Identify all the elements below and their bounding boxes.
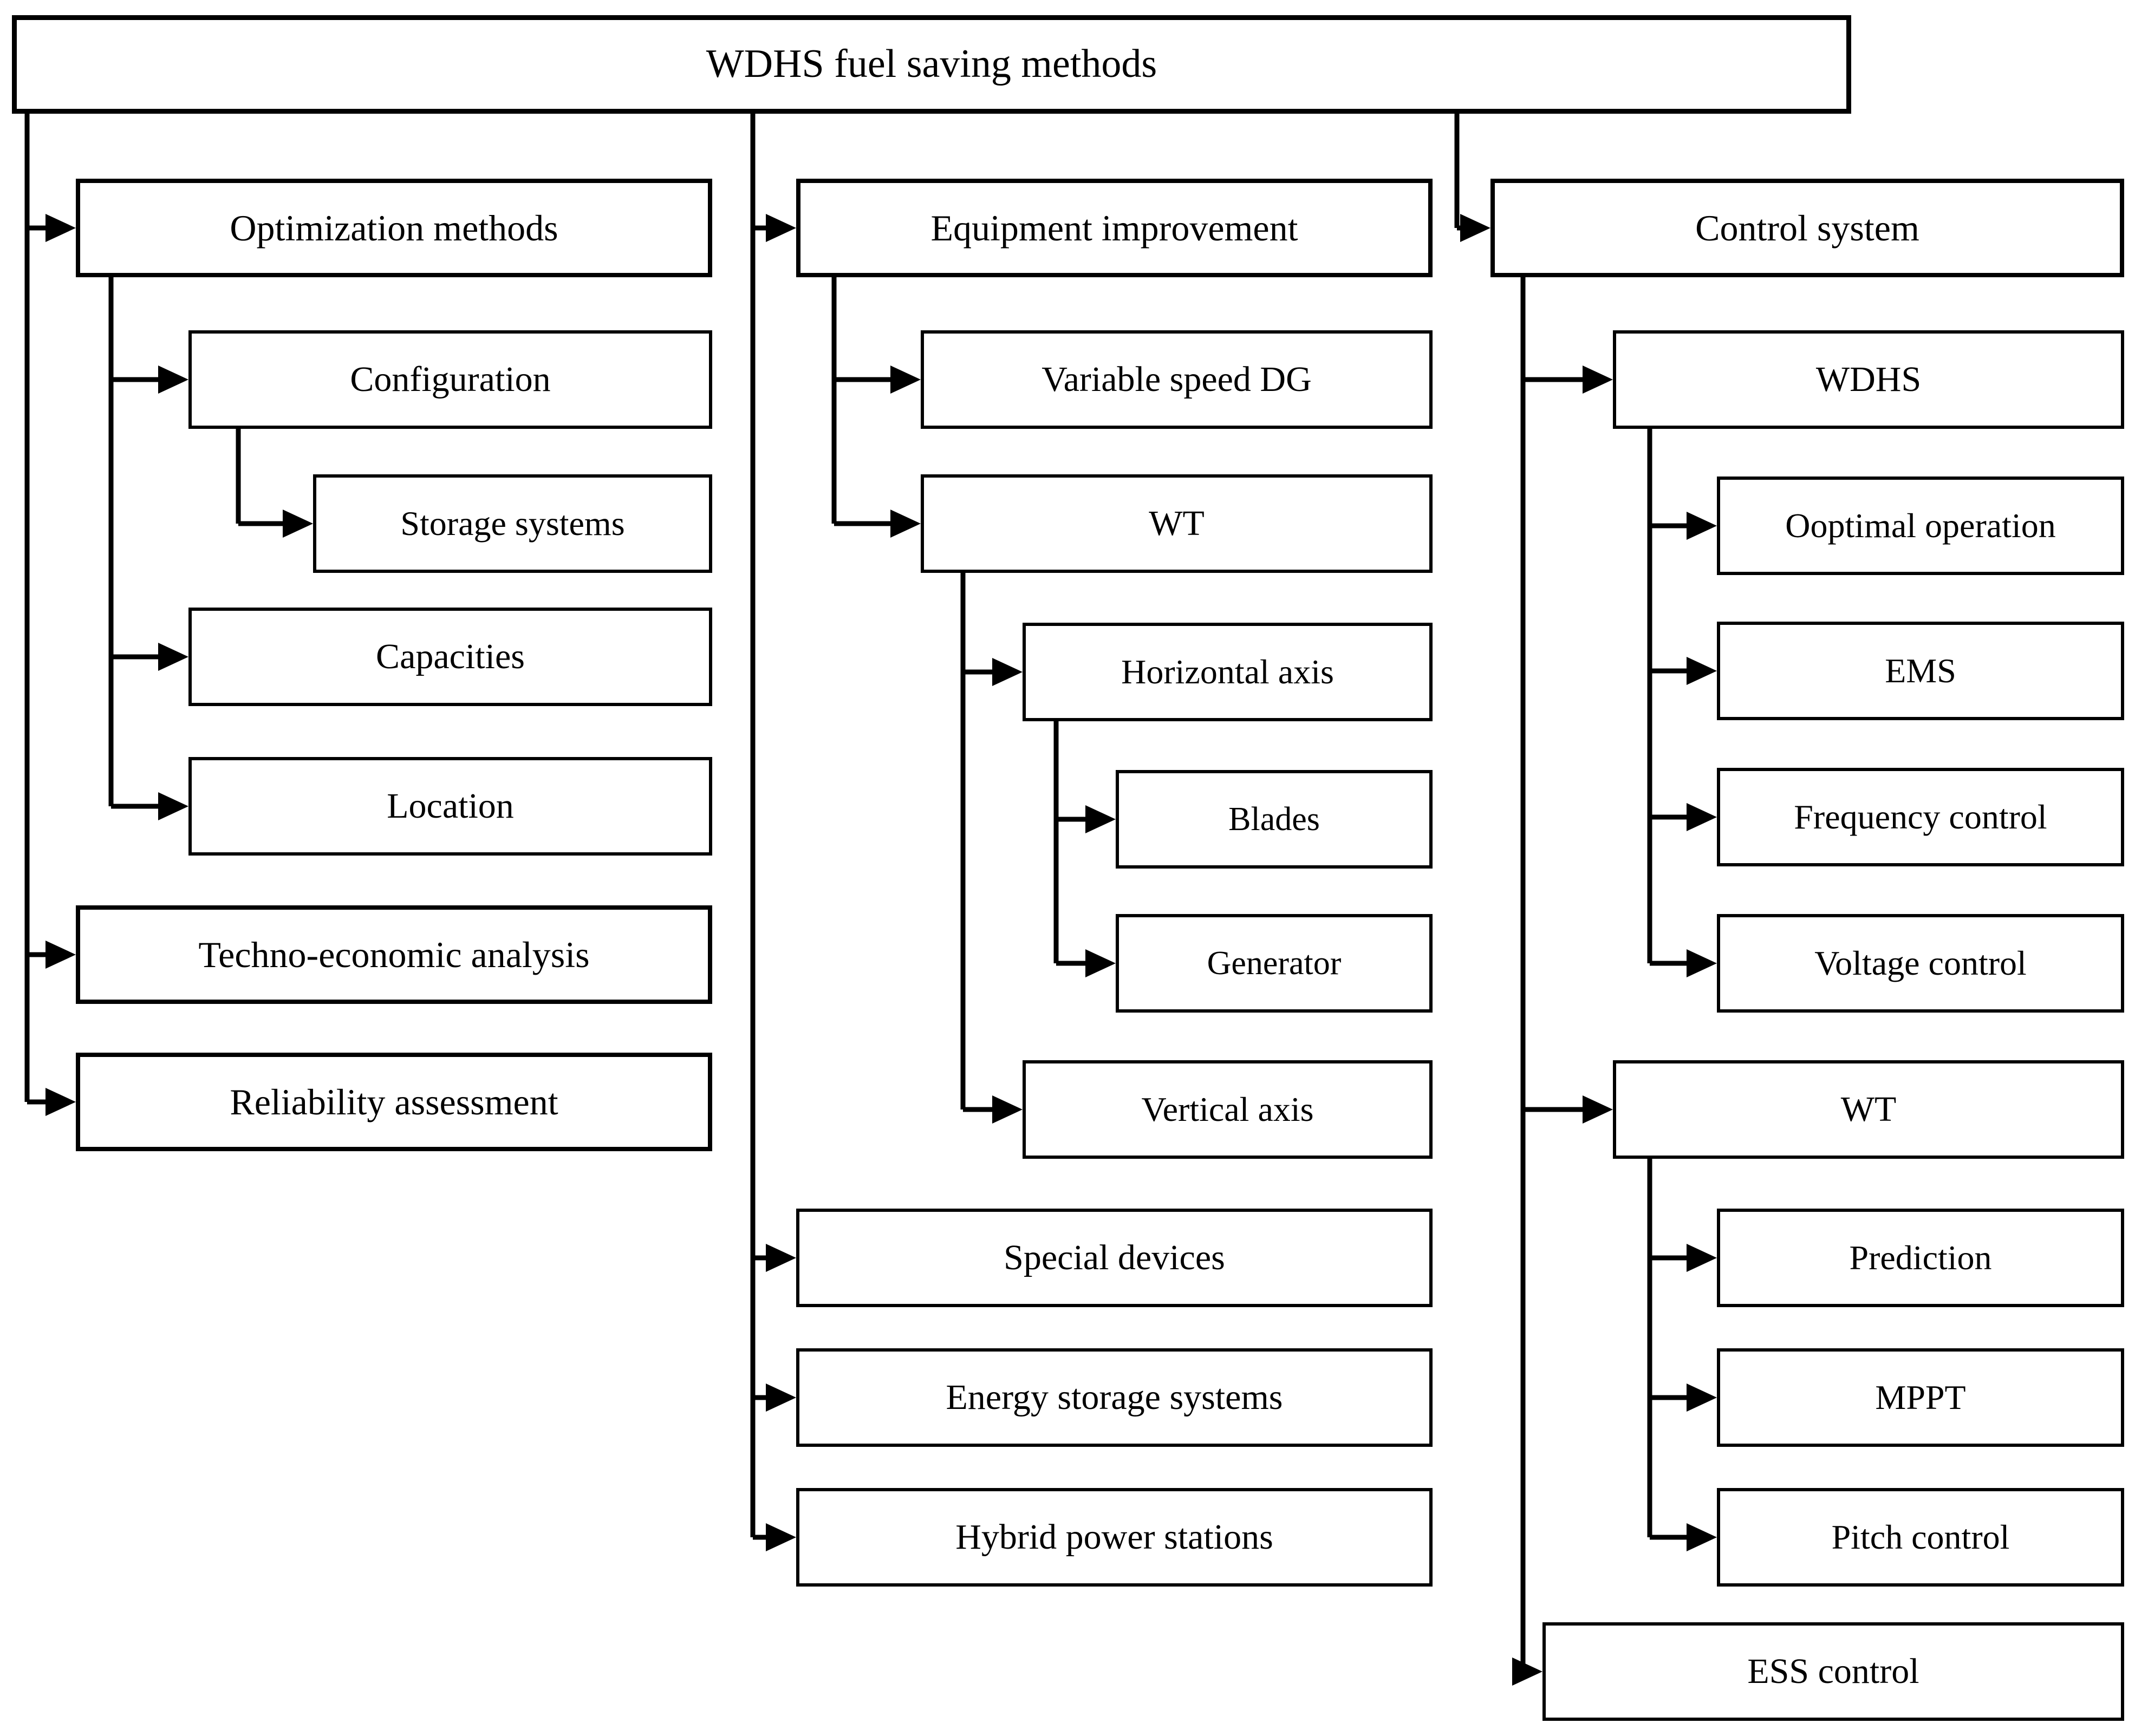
arrow-head-variable-speed-dg — [890, 366, 921, 394]
node-label: Capacities — [376, 636, 525, 676]
arrow-head-control-system — [1460, 214, 1490, 242]
node-root: WDHS fuel saving methods — [12, 15, 1851, 114]
arrow-head-frequency-control — [1687, 803, 1717, 831]
node-mppt: MPPT — [1717, 1348, 2124, 1447]
node-blades: Blades — [1116, 770, 1433, 869]
node-control-system: Control system — [1490, 179, 2124, 277]
node-wt-control: WT — [1613, 1060, 2124, 1159]
node-vertical-axis: Vertical axis — [1023, 1060, 1433, 1159]
node-label: Equipment improvement — [930, 207, 1298, 249]
node-label: Special devices — [1004, 1237, 1225, 1277]
node-reliability-assessment: Reliability assessment — [76, 1053, 712, 1151]
node-label: Blades — [1228, 800, 1320, 838]
node-label: Ooptimal operation — [1785, 506, 2056, 545]
node-label: Configuration — [350, 359, 551, 399]
node-label: Prediction — [1849, 1238, 1992, 1277]
node-techno-economic-analysis: Techno-economic analysis — [76, 905, 712, 1004]
node-location: Location — [188, 757, 712, 856]
arrow-head-prediction — [1687, 1244, 1717, 1272]
node-label: Voltage control — [1814, 943, 2027, 982]
node-label: Hybrid power stations — [955, 1517, 1273, 1557]
arrow-head-equipment-improvement — [766, 214, 796, 242]
node-label: EMS — [1885, 651, 1956, 690]
arrow-head-mppt — [1687, 1383, 1717, 1412]
arrow-head-capacities — [158, 643, 188, 671]
node-variable-speed-dg: Variable speed DG — [921, 330, 1433, 429]
arrow-head-techno-economic-analysis — [45, 941, 76, 969]
node-energy-storage-systems: Energy storage systems — [796, 1348, 1433, 1447]
arrow-head-ess-control — [1512, 1657, 1542, 1686]
node-prediction: Prediction — [1717, 1209, 2124, 1307]
arrow-head-generator — [1085, 949, 1116, 977]
arrow-head-wt-control — [1583, 1095, 1613, 1124]
node-frequency-control: Frequency control — [1717, 768, 2124, 866]
node-optimization-methods: Optimization methods — [76, 179, 712, 277]
node-label: Optimization methods — [230, 207, 558, 249]
node-ooptimal-operation: Ooptimal operation — [1717, 477, 2124, 575]
node-ess-control: ESS control — [1542, 1622, 2124, 1721]
node-configuration: Configuration — [188, 330, 712, 429]
arrow-head-wdhs-control — [1583, 366, 1613, 394]
node-voltage-control: Voltage control — [1717, 914, 2124, 1013]
node-equipment-improvement: Equipment improvement — [796, 179, 1433, 277]
node-label: Reliability assessment — [230, 1081, 558, 1122]
node-label: Generator — [1207, 944, 1342, 982]
node-generator: Generator — [1116, 914, 1433, 1013]
node-hybrid-power-stations: Hybrid power stations — [796, 1488, 1433, 1587]
node-label: Vertical axis — [1141, 1089, 1314, 1128]
node-label: Location — [387, 786, 514, 826]
arrow-head-hybrid-power-stations — [766, 1523, 796, 1551]
node-wdhs-control: WDHS — [1613, 330, 2124, 429]
node-label: Horizontal axis — [1121, 652, 1334, 691]
arrow-head-optimization-methods — [45, 214, 76, 242]
arrow-head-reliability-assessment — [45, 1088, 76, 1116]
node-pitch-control: Pitch control — [1717, 1488, 2124, 1587]
arrow-head-special-devices — [766, 1244, 796, 1272]
node-label: Pitch control — [1831, 1517, 2010, 1556]
node-capacities: Capacities — [188, 608, 712, 706]
node-wt-equipment: WT — [921, 474, 1433, 573]
node-label: WT — [1840, 1089, 1897, 1129]
arrow-head-wt-equipment — [890, 510, 921, 538]
node-label: WT — [1149, 503, 1205, 543]
arrow-head-location — [158, 792, 188, 820]
node-label: Techno-economic analysis — [198, 934, 590, 975]
arrow-head-pitch-control — [1687, 1523, 1717, 1551]
node-ems: EMS — [1717, 622, 2124, 720]
arrow-head-storage-systems — [283, 510, 313, 538]
arrow-head-vertical-axis — [992, 1095, 1023, 1124]
node-label: WDHS — [1815, 359, 1922, 399]
node-label: Storage systems — [400, 504, 625, 543]
node-horizontal-axis: Horizontal axis — [1023, 623, 1433, 721]
arrow-head-voltage-control — [1687, 949, 1717, 977]
arrow-head-energy-storage-systems — [766, 1383, 796, 1412]
node-label: Variable speed DG — [1042, 359, 1312, 399]
node-label: Control system — [1695, 207, 1919, 249]
node-label: ESS control — [1747, 1651, 1919, 1691]
arrow-head-ooptimal-operation — [1687, 512, 1717, 540]
node-label: WDHS fuel saving methods — [706, 42, 1157, 87]
node-label: Frequency control — [1794, 797, 2047, 836]
arrow-head-horizontal-axis — [992, 658, 1023, 686]
arrow-head-ems — [1687, 657, 1717, 685]
arrow-head-blades — [1085, 805, 1116, 833]
node-label: Energy storage systems — [946, 1377, 1283, 1417]
node-special-devices: Special devices — [796, 1209, 1433, 1307]
node-storage-systems: Storage systems — [313, 474, 712, 573]
node-label: MPPT — [1875, 1378, 1966, 1417]
arrow-head-configuration — [158, 366, 188, 394]
